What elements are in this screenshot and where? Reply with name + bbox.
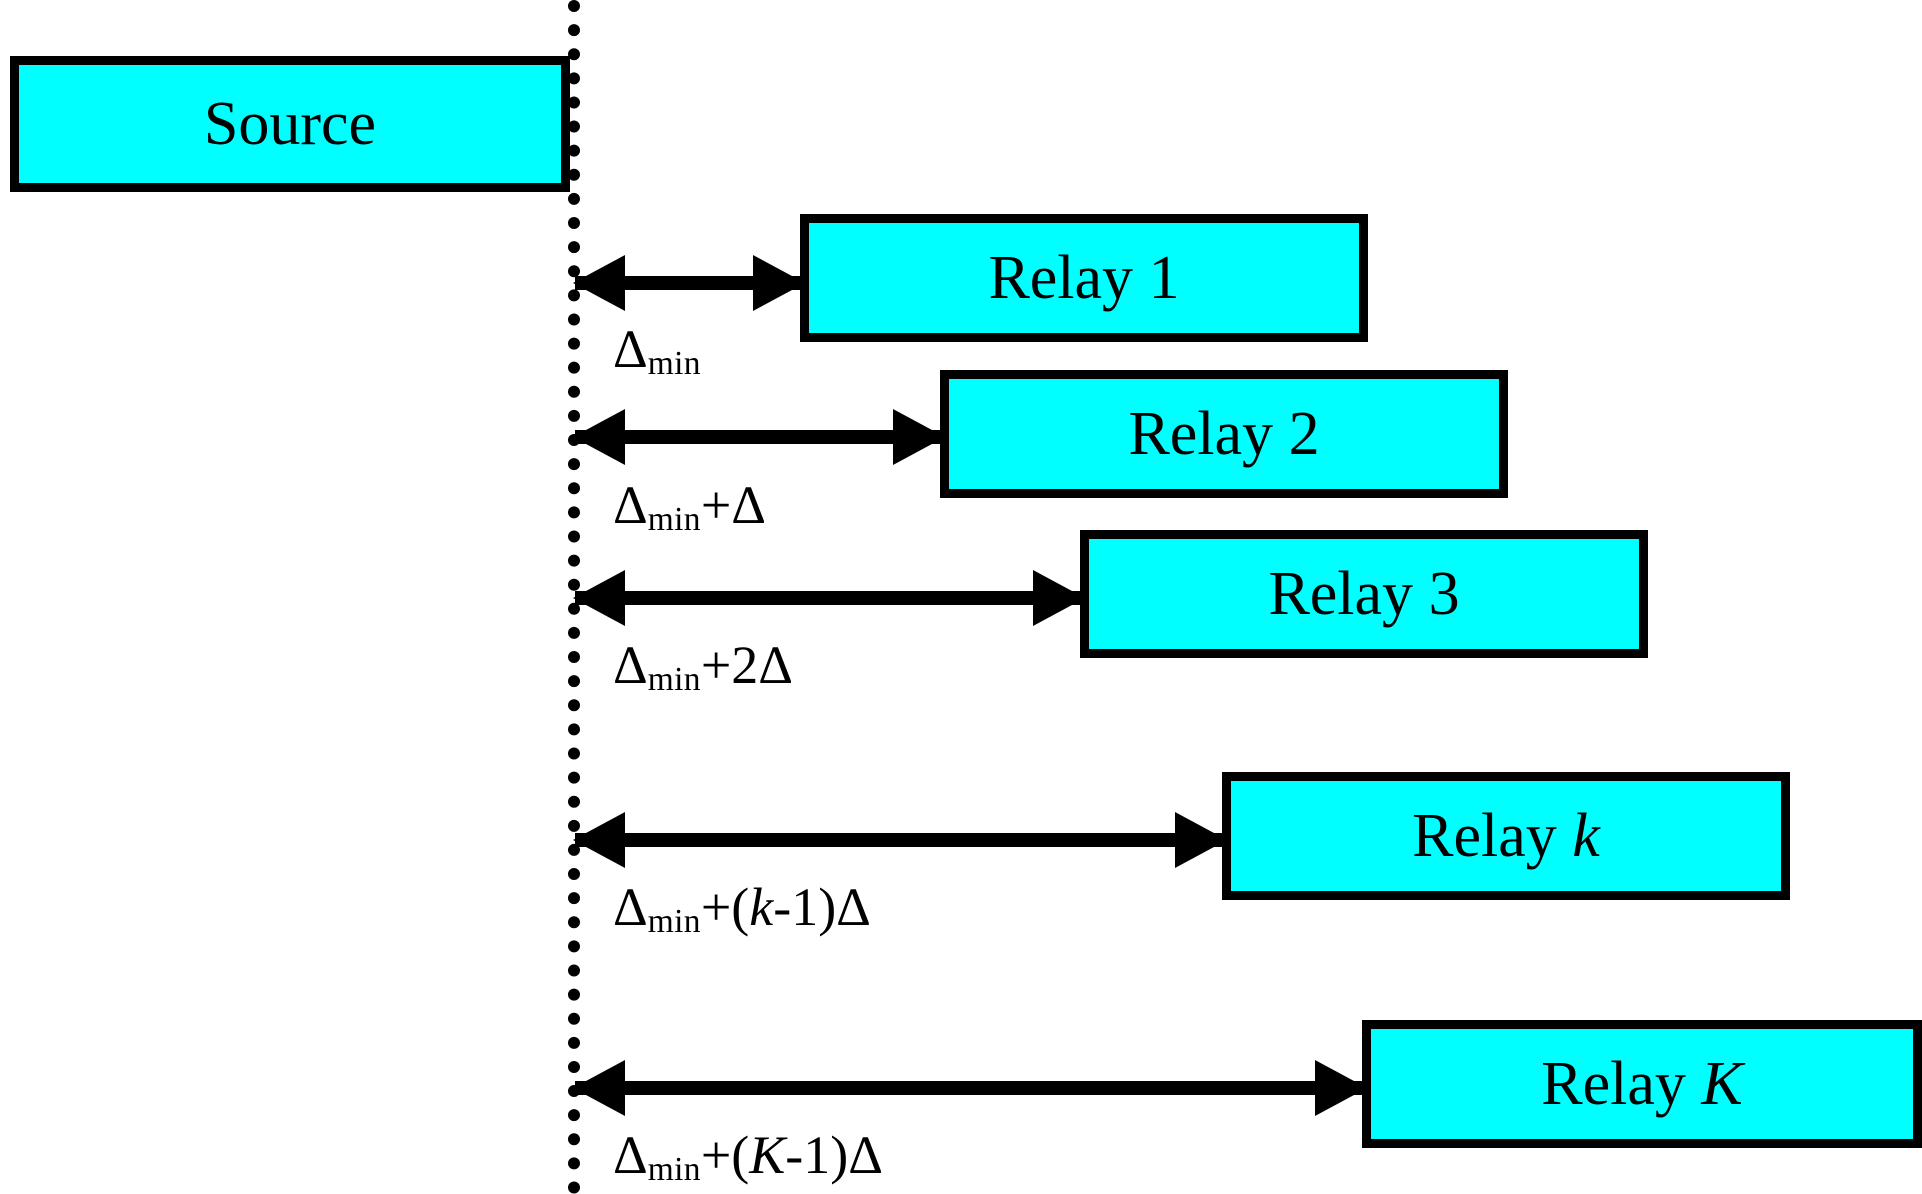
arrow-head-left-k xyxy=(573,812,625,868)
arrow-shaft-K xyxy=(575,1081,1365,1095)
relay-box-1: Relay 1 xyxy=(800,214,1368,342)
arrow-head-left-2 xyxy=(573,409,625,465)
relay-box-k: Relay k xyxy=(1222,772,1790,900)
source-label: Source xyxy=(203,90,377,158)
arrow-head-right-k xyxy=(1175,812,1227,868)
delay-label-3: Δmin+2Δ xyxy=(613,635,794,699)
arrow-shaft-1 xyxy=(575,276,803,290)
arrow-head-left-1 xyxy=(573,255,625,311)
relay-box-3: Relay 3 xyxy=(1080,530,1648,658)
arrow-head-right-1 xyxy=(753,255,805,311)
relay-label-K: Relay K xyxy=(1541,1050,1743,1118)
arrow-shaft-3 xyxy=(575,591,1083,605)
delay-label-K: Δmin+(K-1)Δ xyxy=(613,1125,883,1189)
relay-label-1: Relay 1 xyxy=(988,244,1180,312)
arrow-head-right-K xyxy=(1315,1060,1367,1116)
source-box: Source xyxy=(10,56,570,192)
arrow-head-left-K xyxy=(573,1060,625,1116)
relay-box-K: Relay K xyxy=(1362,1020,1922,1148)
arrow-shaft-2 xyxy=(575,430,943,444)
relay-label-2: Relay 2 xyxy=(1128,400,1320,468)
arrow-head-right-3 xyxy=(1033,570,1085,626)
relay-label-3: Relay 3 xyxy=(1268,560,1460,628)
relay-box-2: Relay 2 xyxy=(940,370,1508,498)
arrow-shaft-k xyxy=(575,833,1225,847)
delay-label-2: Δmin+Δ xyxy=(613,475,767,539)
arrow-head-left-3 xyxy=(573,570,625,626)
delay-label-1: Δmin xyxy=(613,319,701,383)
arrow-head-right-2 xyxy=(893,409,945,465)
relay-label-k: Relay k xyxy=(1412,802,1600,870)
delay-label-k: Δmin+(k-1)Δ xyxy=(613,877,871,941)
